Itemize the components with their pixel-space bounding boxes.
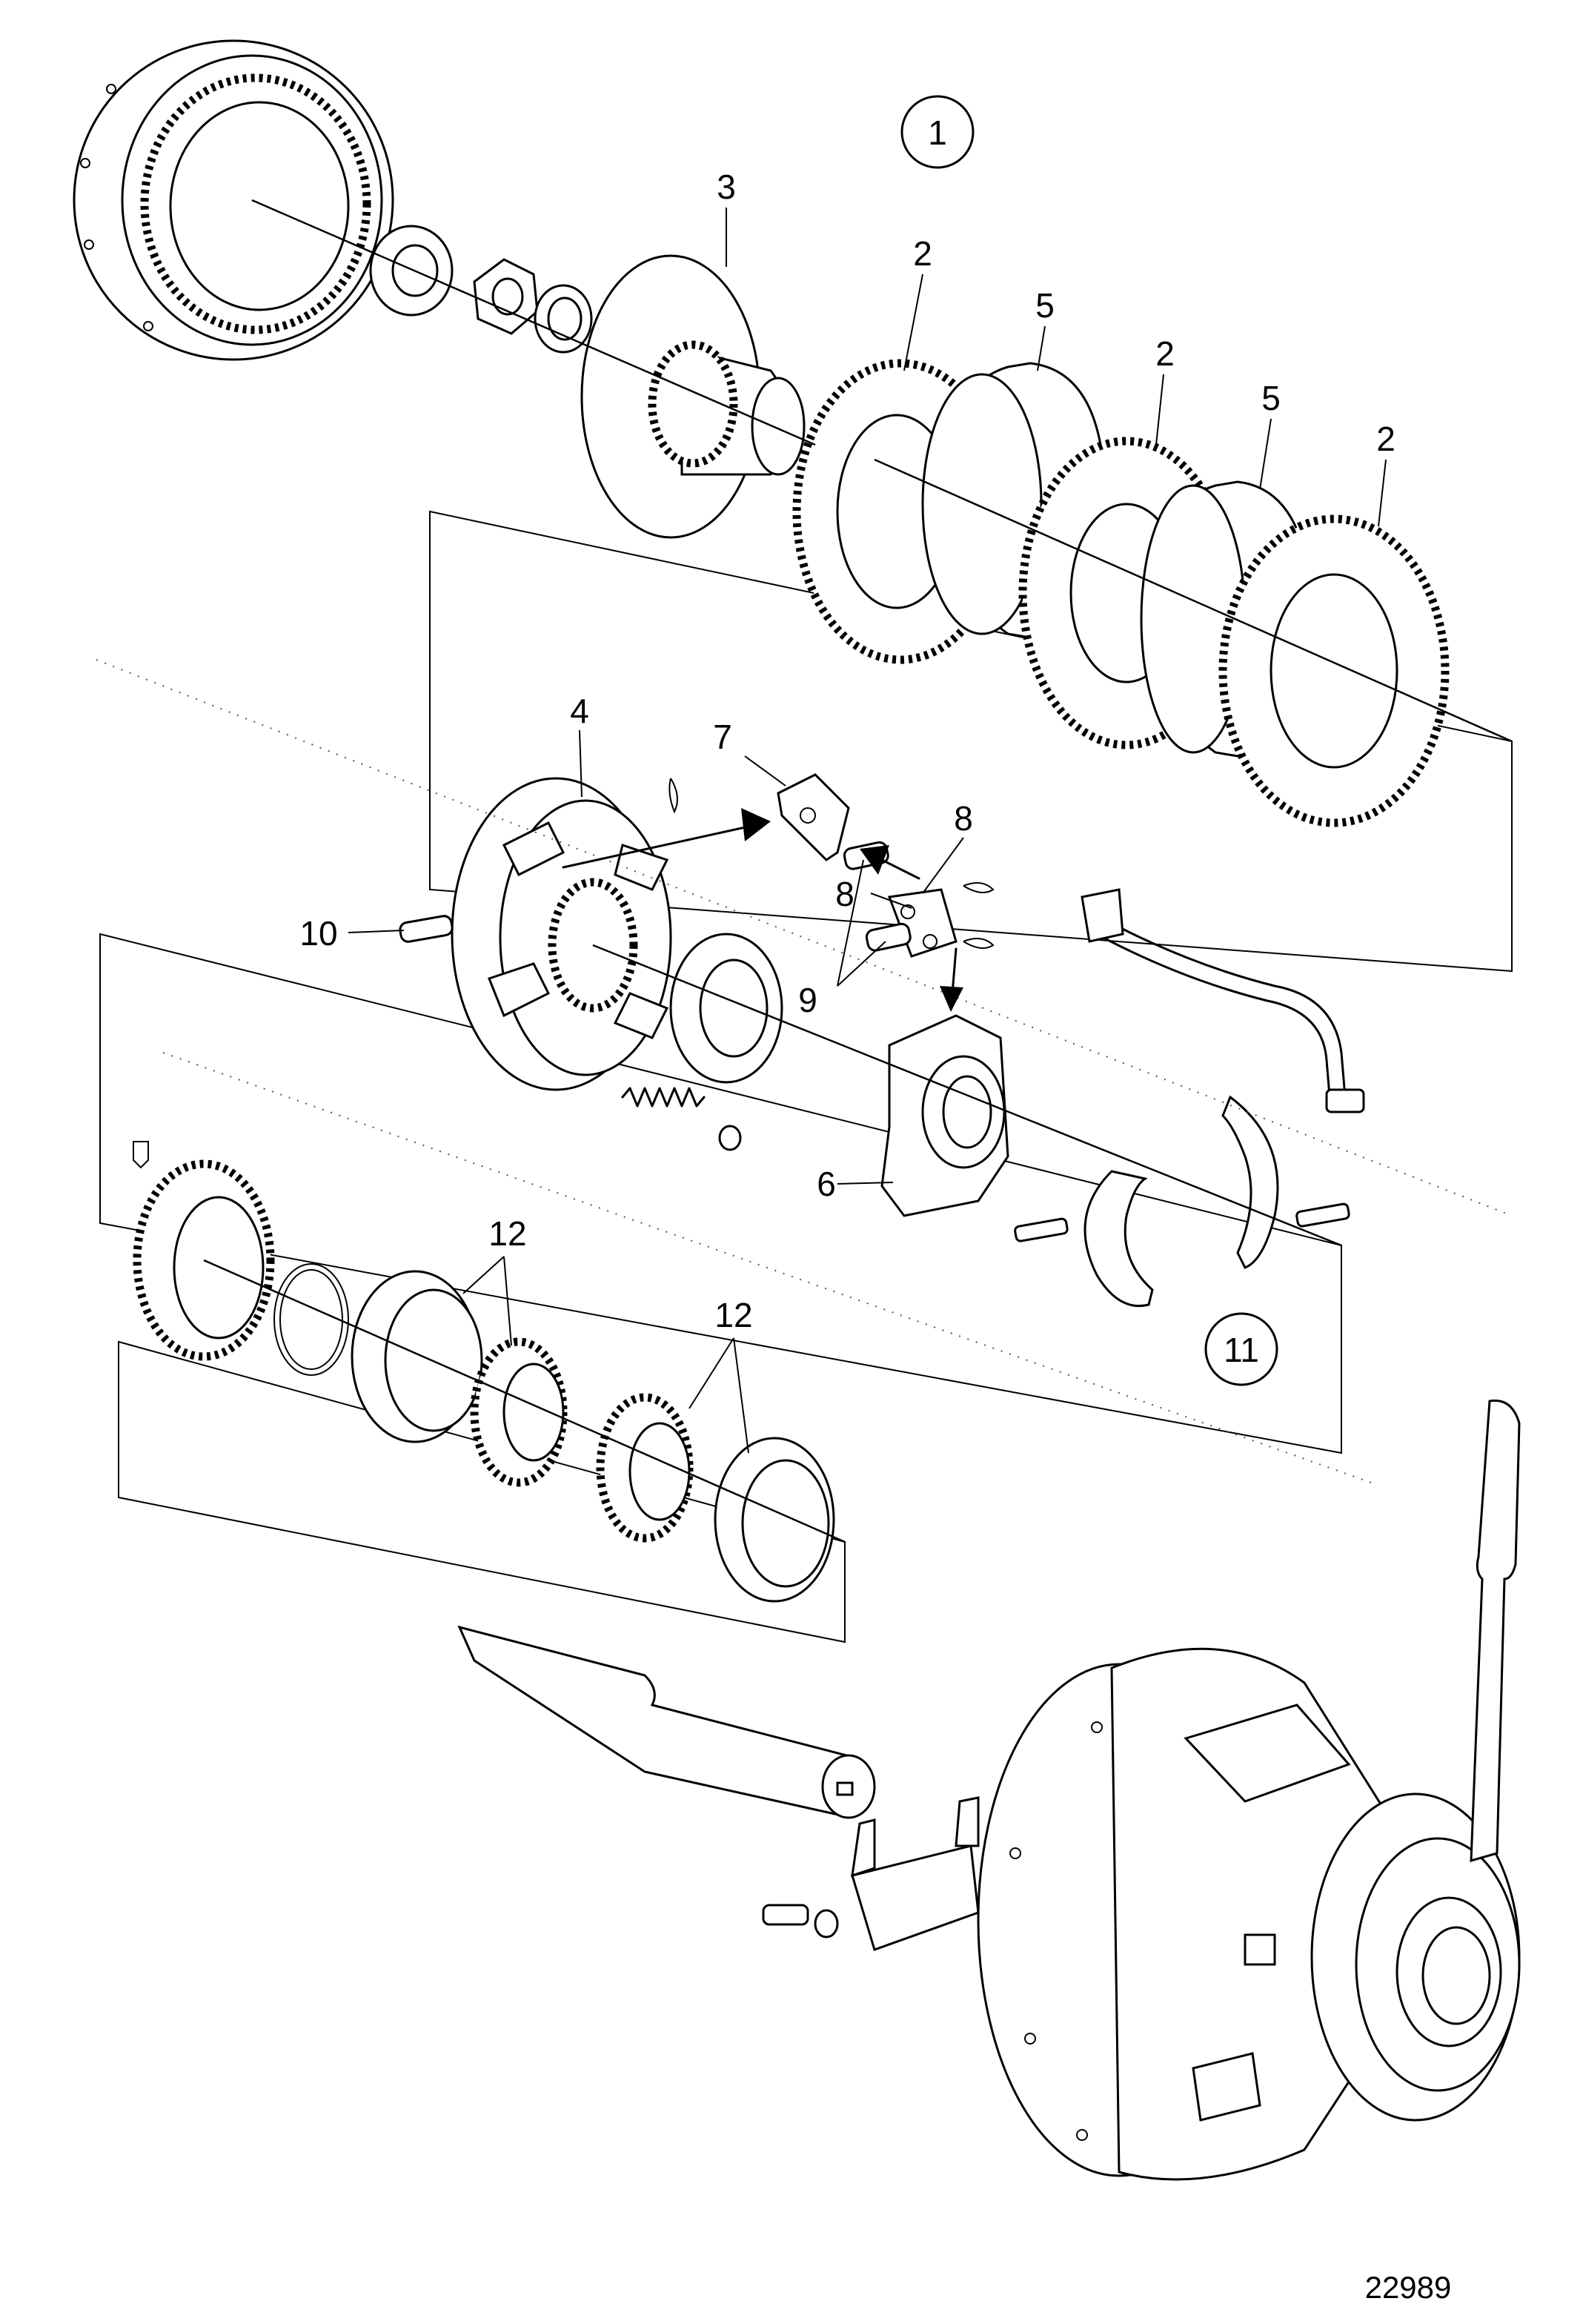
callout-12b: 12: [714, 1296, 752, 1334]
callout-12a: 12: [488, 1214, 526, 1253]
ring-gear: [73, 39, 394, 361]
bearing-cup-1: [351, 1270, 483, 1443]
callout-7: 7: [713, 718, 732, 756]
adjusting-ring: [669, 933, 783, 1084]
oil-line: [1081, 888, 1365, 1113]
gearbox-housing: [977, 1647, 1521, 2181]
bearing-cone-1: [470, 1337, 568, 1487]
callout-11-text: 11: [1224, 1331, 1259, 1369]
callout-1-text: 1: [928, 113, 947, 152]
callout-8a: 8: [954, 799, 973, 838]
pressure-plate: [451, 777, 672, 1091]
cotter-pins: [668, 778, 995, 949]
lock-nut: [473, 258, 539, 335]
ball-bearing: [369, 225, 454, 317]
assembly-arrows: [562, 808, 963, 1012]
shift-fork: [762, 1796, 980, 1951]
clutch-hub: [580, 254, 806, 539]
callout-10: 10: [299, 914, 337, 953]
callout-11: 11: [1204, 1312, 1278, 1386]
sliding-carrier: [880, 1014, 1009, 1217]
lock-washer: [534, 284, 593, 354]
shift-lever: [1470, 1399, 1521, 1863]
spring: [621, 1087, 742, 1151]
callout-6: 6: [817, 1165, 836, 1203]
callout-2a: 2: [913, 234, 932, 273]
assembly-axes: [96, 199, 1513, 1543]
callout-2b: 2: [1155, 334, 1175, 373]
output-shaft: [457, 1625, 876, 1819]
callout-5b: 5: [1261, 379, 1281, 417]
callout-4: 4: [570, 692, 589, 730]
callout-1: 1: [900, 95, 975, 169]
shift-collar-halves: [1014, 1095, 1350, 1308]
bearing-cup-2: [714, 1437, 835, 1603]
callout-2c: 2: [1376, 420, 1396, 458]
bolt-10: [399, 915, 454, 943]
friction-disc-3: [1218, 514, 1450, 827]
figure-code: 22989: [1365, 2270, 1452, 2305]
release-lever: [777, 773, 850, 861]
callout-9: 9: [798, 981, 817, 1019]
drive-coupling: [133, 1141, 275, 1361]
callout-8b: 8: [835, 875, 854, 913]
leader-lines: [348, 208, 1387, 1454]
callout-3: 3: [717, 168, 736, 206]
callout-5a: 5: [1035, 286, 1055, 325]
snap-ring: [273, 1263, 349, 1376]
bearing-cone-2: [596, 1393, 694, 1543]
